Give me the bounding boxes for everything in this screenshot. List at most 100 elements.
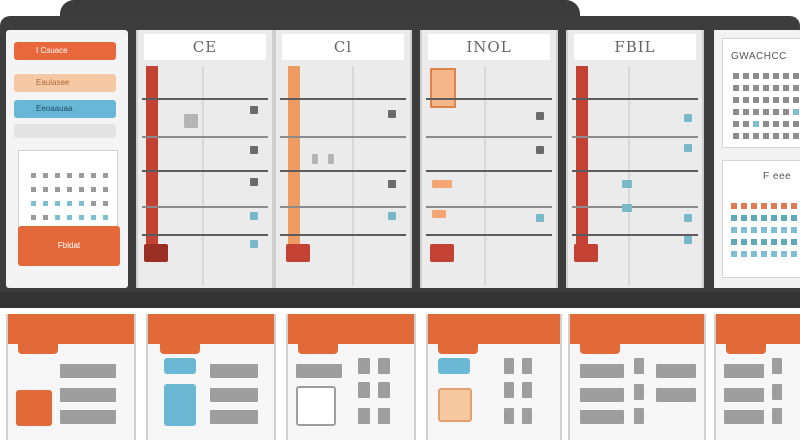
calendar-day-cell[interactable]	[31, 215, 36, 220]
calendar-day-cell[interactable]	[31, 201, 36, 206]
card-avatar[interactable]	[184, 114, 198, 128]
calendar-day-cell[interactable]	[67, 201, 72, 206]
calendar-day-cell[interactable]	[91, 187, 96, 192]
calendar-day-cell[interactable]	[773, 97, 779, 103]
calendar-day-cell[interactable]	[783, 73, 789, 79]
preview-tile-1[interactable]	[6, 314, 136, 440]
calendar-day-cell[interactable]	[743, 85, 749, 91]
calendar-day-cell[interactable]	[773, 133, 779, 139]
calendar-day-cell[interactable]	[763, 97, 769, 103]
calendar-day-cell[interactable]	[103, 215, 108, 220]
calendar-day-cell[interactable]	[67, 187, 72, 192]
calendar-day-cell[interactable]	[781, 239, 787, 245]
calendar-day-cell[interactable]	[753, 133, 759, 139]
calendar-day-cell[interactable]	[751, 251, 757, 257]
calendar-day-cell[interactable]	[761, 227, 767, 233]
calendar-day-cell[interactable]	[771, 227, 777, 233]
column-tag[interactable]	[430, 244, 454, 262]
calendar-day-cell[interactable]	[79, 173, 84, 178]
calendar-day-cell[interactable]	[731, 203, 737, 209]
calendar-day-cell[interactable]	[43, 201, 48, 206]
sidebar-button-3[interactable]: Eeoaauaa	[14, 100, 116, 118]
column-tag[interactable]	[144, 244, 168, 262]
calendar-day-cell[interactable]	[783, 85, 789, 91]
calendar-day-cell[interactable]	[773, 85, 779, 91]
calendar-day-cell[interactable]	[91, 173, 96, 178]
calendar-day-cell[interactable]	[793, 97, 799, 103]
calendar-day-cell[interactable]	[91, 215, 96, 220]
calendar-day-cell[interactable]	[103, 173, 108, 178]
calendar-day-cell[interactable]	[781, 215, 787, 221]
calendar-day-cell[interactable]	[783, 109, 789, 115]
calendar-day-cell[interactable]	[743, 97, 749, 103]
calendar-day-cell[interactable]	[793, 85, 799, 91]
calendar-day-cell[interactable]	[761, 215, 767, 221]
calendar-day-cell[interactable]	[733, 109, 739, 115]
calendar-day-cell[interactable]	[55, 187, 60, 192]
calendar-day-cell[interactable]	[103, 187, 108, 192]
calendar-day-cell[interactable]	[79, 187, 84, 192]
calendar-day-cell[interactable]	[743, 121, 749, 127]
calendar-day-cell[interactable]	[773, 73, 779, 79]
calendar-day-cell[interactable]	[751, 227, 757, 233]
calendar-day-cell[interactable]	[43, 173, 48, 178]
calendar-day-cell[interactable]	[731, 239, 737, 245]
calendar-day-cell[interactable]	[743, 133, 749, 139]
calendar-day-cell[interactable]	[55, 215, 60, 220]
calendar-day-cell[interactable]	[763, 121, 769, 127]
calendar-day-cell[interactable]	[751, 239, 757, 245]
calendar-day-cell[interactable]	[761, 239, 767, 245]
calendar-day-cell[interactable]	[753, 73, 759, 79]
preview-tile-3[interactable]	[286, 314, 416, 440]
card-highlight[interactable]	[430, 68, 456, 108]
calendar-day-cell[interactable]	[55, 201, 60, 206]
calendar-day-cell[interactable]	[31, 173, 36, 178]
calendar-day-cell[interactable]	[741, 227, 747, 233]
calendar-day-cell[interactable]	[733, 73, 739, 79]
calendar-day-cell[interactable]	[763, 73, 769, 79]
calendar-day-cell[interactable]	[791, 227, 797, 233]
calendar-day-cell[interactable]	[733, 97, 739, 103]
calendar-day-cell[interactable]	[771, 239, 777, 245]
calendar-day-cell[interactable]	[781, 227, 787, 233]
column-tag[interactable]	[286, 244, 310, 262]
calendar-day-cell[interactable]	[761, 251, 767, 257]
calendar-day-cell[interactable]	[751, 215, 757, 221]
calendar-day-cell[interactable]	[753, 85, 759, 91]
calendar-day-cell[interactable]	[793, 133, 799, 139]
calendar-day-cell[interactable]	[791, 203, 797, 209]
column-tag[interactable]	[574, 244, 598, 262]
calendar-day-cell[interactable]	[753, 121, 759, 127]
calendar-day-cell[interactable]	[67, 173, 72, 178]
calendar-day-cell[interactable]	[31, 187, 36, 192]
sidebar-action-button[interactable]: Fbldat	[18, 226, 120, 266]
calendar-day-cell[interactable]	[783, 133, 789, 139]
calendar-day-cell[interactable]	[771, 251, 777, 257]
calendar-day-cell[interactable]	[79, 201, 84, 206]
preview-tile-5[interactable]	[568, 314, 706, 440]
calendar-day-cell[interactable]	[783, 97, 789, 103]
calendar-day-cell[interactable]	[741, 203, 747, 209]
calendar-day-cell[interactable]	[43, 215, 48, 220]
calendar-day-cell[interactable]	[763, 133, 769, 139]
calendar-day-cell[interactable]	[67, 215, 72, 220]
calendar-day-cell[interactable]	[761, 203, 767, 209]
calendar-day-cell[interactable]	[79, 215, 84, 220]
sidebar-button-1[interactable]: I Csuace	[14, 42, 116, 60]
calendar-day-cell[interactable]	[771, 215, 777, 221]
calendar-day-cell[interactable]	[753, 97, 759, 103]
calendar-day-cell[interactable]	[763, 85, 769, 91]
calendar-day-cell[interactable]	[91, 201, 96, 206]
calendar-day-cell[interactable]	[741, 239, 747, 245]
calendar-day-cell[interactable]	[103, 201, 108, 206]
sidebar-button-2[interactable]: Eaulasee	[14, 74, 116, 92]
calendar-day-cell[interactable]	[773, 121, 779, 127]
calendar-day-cell[interactable]	[733, 85, 739, 91]
calendar-day-cell[interactable]	[743, 73, 749, 79]
calendar-day-cell[interactable]	[791, 251, 797, 257]
calendar-day-cell[interactable]	[763, 109, 769, 115]
calendar-day-cell[interactable]	[781, 203, 787, 209]
calendar-day-cell[interactable]	[771, 203, 777, 209]
calendar-day-cell[interactable]	[793, 109, 799, 115]
calendar-day-cell[interactable]	[743, 109, 749, 115]
